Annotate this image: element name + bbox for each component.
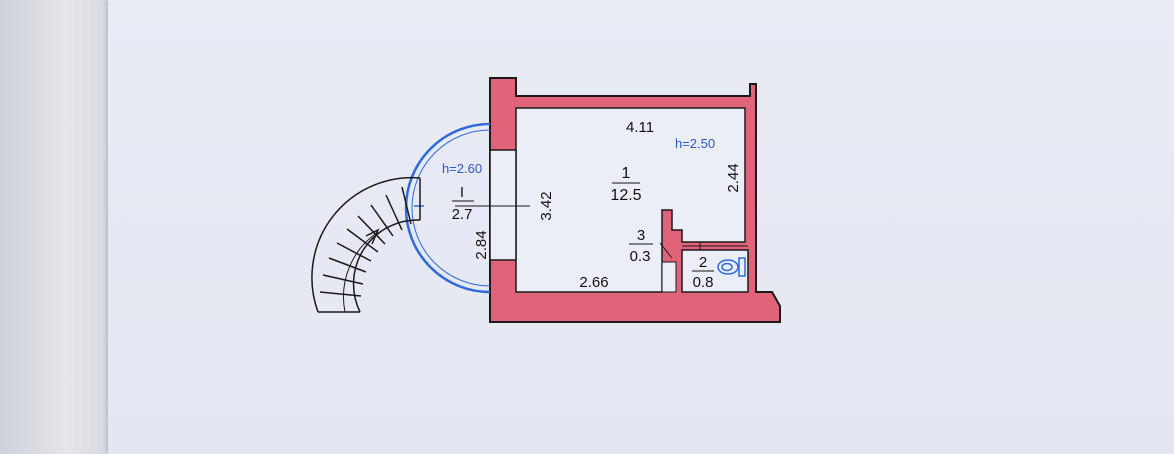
door-arc bbox=[404, 122, 491, 294]
room-1-number: 1 bbox=[622, 165, 631, 182]
binding-edge bbox=[0, 0, 112, 454]
room-1-area: 12.5 bbox=[610, 187, 641, 204]
height-stair: h=2.60 bbox=[442, 161, 482, 176]
door-arc-inner bbox=[411, 129, 491, 287]
dimension-top: 4.11 bbox=[626, 119, 654, 136]
dimension-stair-wall: 2.84 bbox=[473, 230, 490, 259]
closet-door-line bbox=[659, 242, 673, 259]
closet-partition bbox=[661, 261, 677, 293]
stair-area: 2.7 bbox=[452, 206, 473, 223]
room-3-area: 0.3 bbox=[630, 248, 651, 265]
spiral-stair bbox=[311, 176, 421, 313]
stair-number: I bbox=[460, 184, 464, 201]
room-2-area: 0.8 bbox=[693, 274, 714, 291]
toilet-icon bbox=[717, 257, 746, 277]
room-2-number: 2 bbox=[699, 254, 707, 271]
wall-opening bbox=[489, 149, 517, 261]
height-main: h=2.50 bbox=[675, 136, 715, 151]
dimension-bottom: 2.66 bbox=[579, 274, 608, 291]
dimension-left-inner: 3.42 bbox=[538, 191, 555, 220]
room-3-number: 3 bbox=[637, 227, 645, 244]
dimension-right: 2.44 bbox=[725, 163, 742, 192]
main-room bbox=[515, 107, 746, 293]
